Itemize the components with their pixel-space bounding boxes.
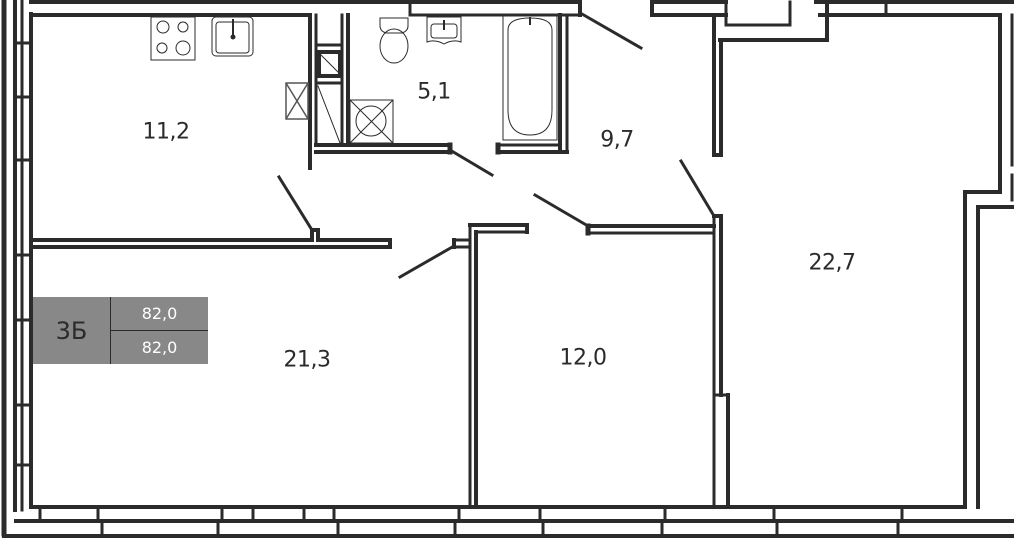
info-divider-horizontal bbox=[111, 330, 208, 331]
entrance-door bbox=[579, 11, 644, 51]
bathtub-icon bbox=[502, 14, 558, 141]
apartment-info-box: 3Б 82,0 82,0 bbox=[33, 297, 208, 364]
hallway-partition bbox=[712, 13, 723, 157]
kitchen-living-wall bbox=[29, 228, 392, 249]
bottom-exterior-wall bbox=[2, 505, 1014, 538]
washing-machine-icon bbox=[349, 99, 394, 144]
ventilation-shaft-icon bbox=[285, 82, 309, 120]
room-area-living-room: 21,3 bbox=[283, 347, 331, 373]
large-bedroom-wall bbox=[712, 214, 730, 509]
living-area: 82,0 bbox=[141, 338, 178, 357]
stove-icon bbox=[150, 16, 196, 61]
room-area-small-bedroom: 12,0 bbox=[559, 345, 607, 371]
kitchen-sink-icon bbox=[211, 16, 254, 57]
small-bedroom-door bbox=[532, 192, 591, 229]
washbasin-icon bbox=[426, 16, 462, 45]
bathroom-right-wall bbox=[495, 13, 569, 155]
right-exterior-wall bbox=[963, 13, 1014, 509]
room-area-bathroom: 5,1 bbox=[417, 79, 451, 105]
kitchen-door bbox=[276, 174, 315, 233]
toilet-icon bbox=[379, 17, 409, 64]
bathroom-door bbox=[447, 147, 495, 178]
top-exterior-wall bbox=[29, 0, 1014, 42]
shaft-walls bbox=[308, 13, 453, 170]
large-bedroom-door bbox=[678, 158, 717, 219]
room-area-hallway: 9,7 bbox=[600, 127, 634, 153]
left-exterior-wall bbox=[1, 0, 33, 537]
room-area-large-bedroom: 22,7 bbox=[808, 250, 856, 276]
total-area: 82,0 bbox=[141, 304, 178, 323]
living-room-door bbox=[397, 243, 457, 280]
room-area-kitchen: 11,2 bbox=[142, 119, 190, 145]
small-bedroom-walls bbox=[452, 223, 716, 509]
apartment-type: 3Б bbox=[55, 316, 88, 345]
info-divider-vertical bbox=[110, 297, 111, 364]
